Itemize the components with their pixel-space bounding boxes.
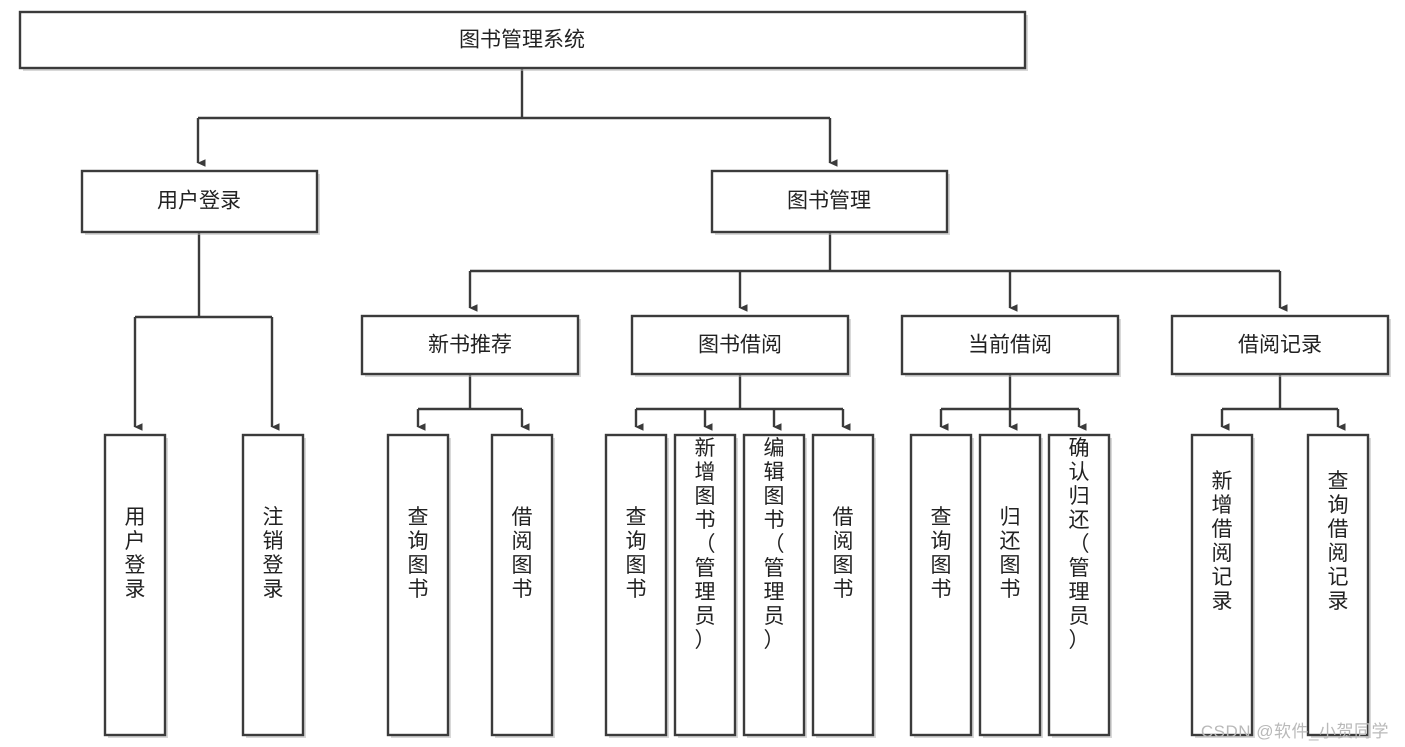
node-leaf-borrow-book-1-label: 借阅图书: [512, 506, 533, 601]
csdn-watermark: CSDN @软件_小贺同学: [1200, 722, 1389, 741]
node-borrow-record[interactable]: 借阅记录: [1170, 314, 1391, 377]
node-leaf-user-login-label: 用户登录: [125, 506, 146, 601]
node-leaf-logout-login-label: 注销登录: [263, 506, 284, 601]
node-new-book-recommend-label: 新书推荐: [428, 334, 512, 357]
connector-group-root: [196, 68, 838, 167]
node-leaf-user-login[interactable]: 用户登录: [103, 433, 168, 738]
node-leaf-query-record[interactable]: 查询借阅记录: [1306, 433, 1371, 738]
node-book-manage[interactable]: 图书管理: [710, 169, 950, 235]
node-leaf-add-record-label: 新增借阅记录: [1212, 470, 1233, 613]
node-leaf-return-book-label: 归还图书: [1000, 506, 1021, 601]
node-leaf-add-record[interactable]: 新增借阅记录: [1190, 433, 1255, 738]
node-leaf-add-book[interactable]: 新增图书（管理员）: [673, 433, 738, 738]
node-leaf-query-book-2-label: 查询图书: [626, 506, 647, 601]
node-leaf-borrow-book-1[interactable]: 借阅图书: [490, 433, 555, 738]
node-book-manage-label: 图书管理: [787, 190, 871, 213]
node-book-borrow-label: 图书借阅: [698, 334, 782, 357]
node-borrow-record-label: 借阅记录: [1238, 334, 1322, 357]
connector-group-new-book-recommend: [416, 375, 530, 431]
node-root-label: 图书管理系统: [459, 29, 585, 52]
connector-group-borrow-record: [1220, 375, 1346, 431]
connector-group-user-login: [133, 232, 280, 431]
node-leaf-edit-book[interactable]: 编辑图书（管理员）: [742, 433, 807, 738]
node-leaf-add-book-label: 新增图书（管理员）: [695, 437, 716, 652]
node-leaf-query-book-3-label: 查询图书: [931, 506, 952, 601]
connector-group-book-manage: [468, 232, 1288, 312]
node-leaf-query-book-1-label: 查询图书: [408, 506, 429, 601]
node-user-login[interactable]: 用户登录: [80, 169, 320, 235]
connector-group-current-borrow: [939, 375, 1087, 431]
node-leaf-query-book-3[interactable]: 查询图书: [909, 433, 974, 738]
node-leaf-edit-book-label: 编辑图书（管理员）: [764, 437, 785, 652]
node-new-book-recommend[interactable]: 新书推荐: [360, 314, 581, 377]
node-leaf-logout-login[interactable]: 注销登录: [241, 433, 306, 738]
node-leaf-query-record-label: 查询借阅记录: [1328, 470, 1349, 613]
node-user-login-label: 用户登录: [157, 190, 241, 213]
node-current-borrow[interactable]: 当前借阅: [900, 314, 1121, 377]
node-leaf-borrow-book-2[interactable]: 借阅图书: [811, 433, 876, 738]
node-leaf-borrow-book-2-label: 借阅图书: [833, 506, 854, 601]
node-current-borrow-label: 当前借阅: [968, 334, 1052, 357]
connector-group-book-borrow: [634, 375, 851, 431]
node-leaf-confirm-return-label: 确认归还（管理员）: [1069, 437, 1090, 652]
node-book-borrow[interactable]: 图书借阅: [630, 314, 851, 377]
node-leaf-confirm-return[interactable]: 确认归还（管理员）: [1047, 433, 1112, 738]
node-leaf-query-book-2[interactable]: 查询图书: [604, 433, 669, 738]
node-leaf-query-book-1[interactable]: 查询图书: [386, 433, 451, 738]
node-root[interactable]: 图书管理系统: [18, 10, 1028, 71]
node-leaf-return-book[interactable]: 归还图书: [978, 433, 1043, 738]
